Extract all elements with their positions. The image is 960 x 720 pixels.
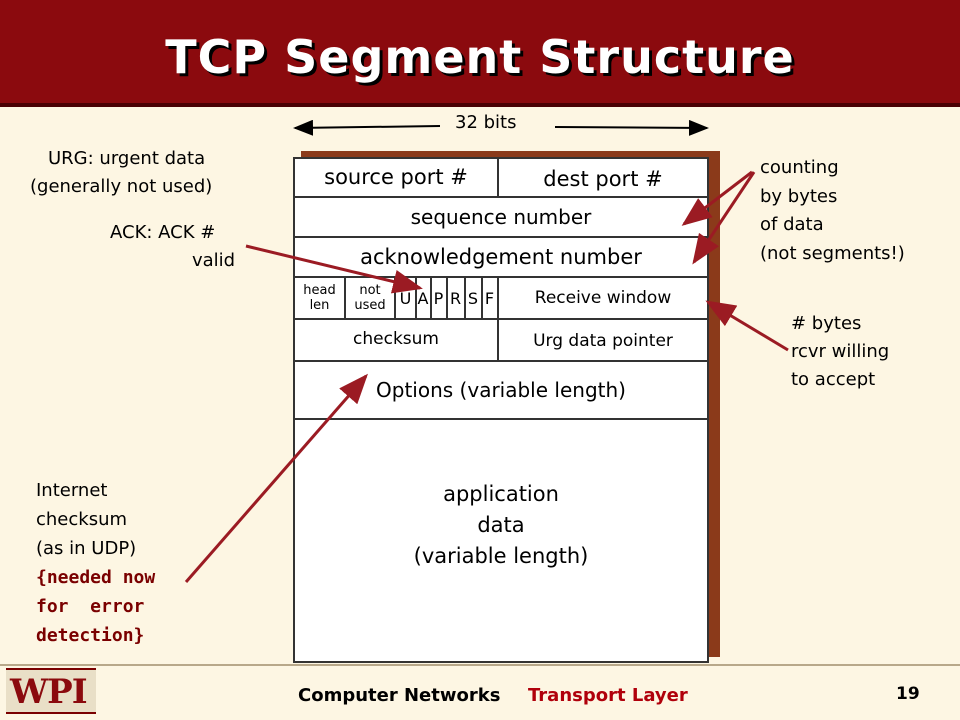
app-data-line-3: (variable length): [413, 543, 589, 568]
col-divider: [446, 276, 448, 319]
rcvr-annotation-line-1: # bytes: [791, 313, 862, 334]
footer-course: Computer Networks: [298, 685, 501, 706]
page-number: 19: [896, 684, 920, 704]
options-field: Options (variable length): [376, 378, 626, 402]
col-divider: [497, 157, 499, 197]
urg-annotation-line-1: URG: urgent data: [48, 148, 206, 169]
urg-pointer-field: Urg data pointer: [533, 331, 673, 351]
urg-annotation-line-2: (generally not used): [30, 176, 213, 197]
not-used-line-1: not: [359, 283, 381, 298]
title-banner: [0, 0, 960, 103]
needed-annotation-line-1: {needed now: [36, 567, 156, 588]
col-divider: [344, 276, 346, 319]
footer-divider: [0, 664, 960, 666]
ack-annotation-line-2: valid: [192, 250, 236, 271]
page-title: TCP Segment Structure: [165, 30, 795, 84]
needed-annotation-line-3: detection}: [36, 625, 145, 646]
col-divider: [394, 276, 396, 319]
flag-u: U: [399, 288, 412, 308]
col-divider: [497, 276, 499, 361]
receive-window-field: Receive window: [534, 288, 672, 308]
source-port-field: source port #: [324, 165, 468, 189]
dest-port-field: dest port #: [543, 167, 663, 191]
row-divider: [293, 318, 709, 320]
col-divider: [430, 276, 432, 319]
wpi-logo: WPI: [6, 668, 96, 714]
row-divider: [293, 236, 709, 238]
col-divider: [415, 276, 417, 319]
row-divider: [293, 276, 709, 278]
head-len-line-2: len: [309, 298, 330, 313]
app-data-line-2: data: [477, 512, 525, 537]
counting-annotation-line-1: counting: [760, 157, 839, 178]
head-len-field: head len: [295, 278, 344, 318]
checksum-annotation-line-3: (as in UDP): [36, 538, 137, 559]
rcvr-arrow: [705, 300, 789, 352]
checksum-field: checksum: [353, 329, 439, 349]
title-banner-border: [0, 103, 960, 107]
head-len-line-1: head: [303, 283, 336, 298]
row-divider: [293, 360, 709, 362]
checksum-annotation-line-1: Internet: [36, 480, 108, 501]
not-used-field: not used: [346, 278, 394, 318]
counting-annotation-line-2: by bytes: [760, 186, 838, 207]
bits-arrow-right: [554, 119, 709, 136]
col-divider: [464, 276, 466, 319]
application-data-field: application data (variable length): [295, 420, 707, 630]
flag-a: A: [417, 288, 429, 308]
counting-annotation-line-3: of data: [760, 214, 824, 235]
checksum-annotation-line-2: checksum: [36, 509, 128, 530]
col-divider: [481, 276, 483, 319]
flag-p: P: [433, 288, 444, 308]
not-used-line-2: used: [354, 298, 386, 313]
app-data-line-1: application: [443, 481, 559, 506]
row-divider: [293, 418, 709, 420]
rcvr-annotation-line-3: to accept: [791, 369, 876, 390]
ack-annotation-line-1: ACK: ACK #: [110, 222, 216, 243]
counting-annotation-line-4: (not segments!): [760, 243, 905, 264]
rcvr-annotation-line-2: rcvr willing: [791, 341, 890, 362]
wpi-logo-text: WPI: [10, 672, 88, 712]
row-divider: [293, 196, 709, 198]
footer-topic: Transport Layer: [528, 685, 688, 706]
sequence-number-field: sequence number: [410, 205, 592, 229]
flag-f: F: [484, 288, 495, 308]
bits-label: 32 bits: [455, 112, 517, 133]
flag-r: R: [449, 288, 462, 308]
bits-arrow-left: [293, 119, 441, 136]
flag-s: S: [467, 288, 479, 308]
needed-annotation-line-2: for error: [36, 596, 145, 617]
ack-number-field: acknowledgement number: [360, 245, 642, 269]
